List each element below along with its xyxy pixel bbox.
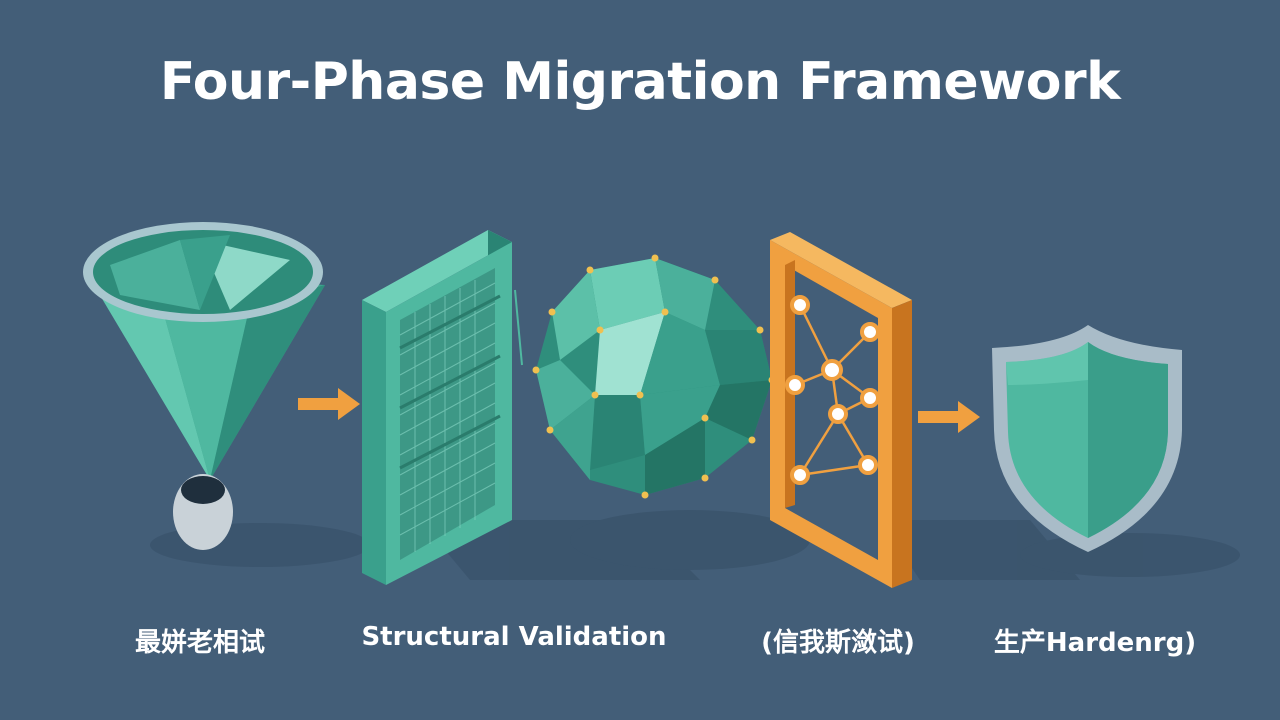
network-frame-icon bbox=[770, 232, 912, 588]
phase-4-label: 生产Hardenrg) bbox=[993, 628, 1197, 658]
arrow-icon bbox=[918, 401, 980, 433]
phase-2-label: Structural Validation bbox=[361, 622, 667, 652]
funnel-icon bbox=[83, 222, 325, 550]
phase-3-label: (信我斯潋试) bbox=[761, 628, 915, 658]
arrow-icon bbox=[298, 388, 360, 420]
shield-icon bbox=[992, 325, 1182, 552]
page-title: Four-Phase Migration Framework bbox=[159, 52, 1121, 112]
polyhedron-icon bbox=[532, 254, 776, 499]
phase-1-label: 最姘老相试 bbox=[134, 628, 266, 658]
mesh-panel-icon bbox=[362, 230, 523, 585]
